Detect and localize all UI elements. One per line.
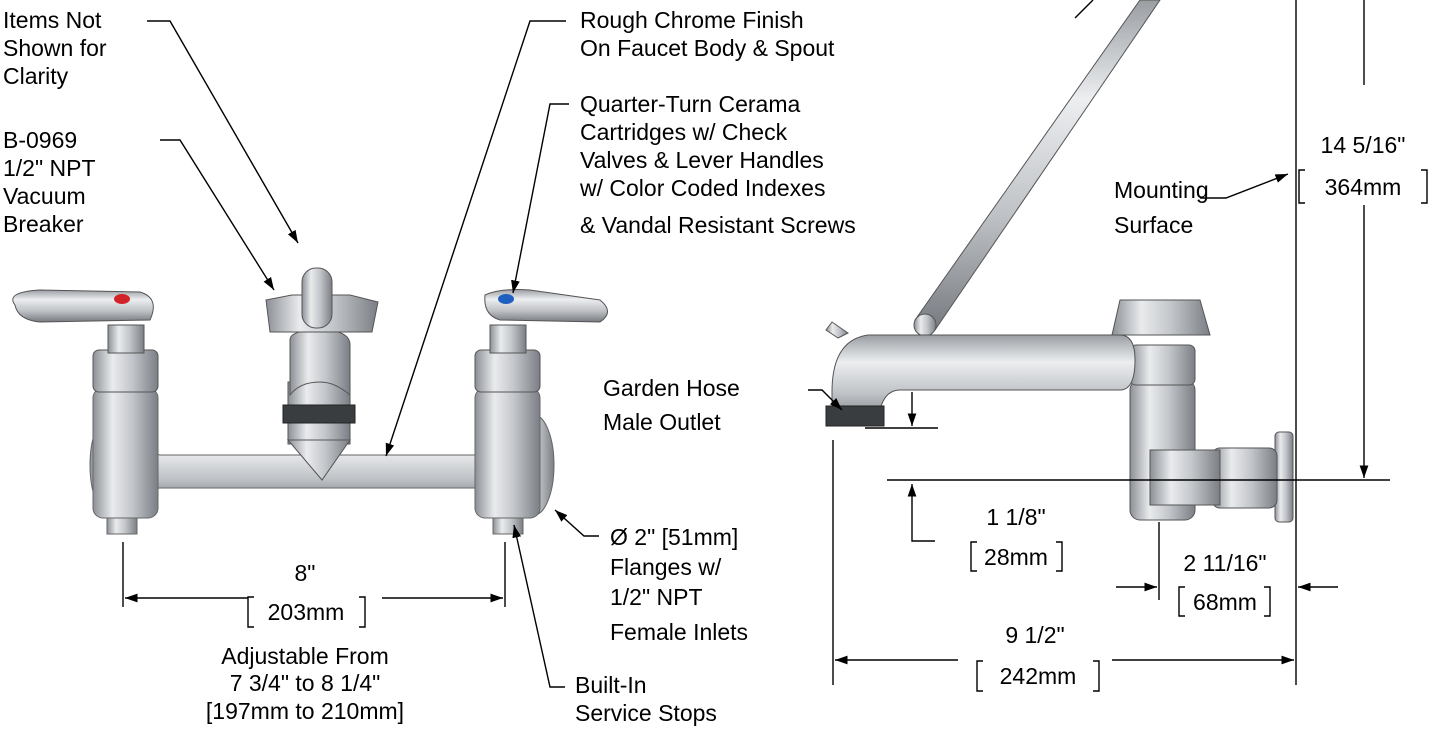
callout-text: Male Outlet [603, 409, 721, 435]
leader-mounting-surface [1200, 173, 1289, 199]
leader-hose-outlet [808, 389, 843, 411]
callout-text: B-0969 [3, 127, 77, 153]
callout-text: Shown for [3, 35, 107, 61]
callout-service-stops: Built-In Service Stops [575, 672, 717, 726]
left-valve-body [92, 387, 159, 519]
callout-mounting-surface: Mounting Surface [1114, 177, 1209, 238]
cold-index-icon [498, 294, 514, 304]
leader-top [1074, 0, 1094, 19]
dim-imperial: 1 1/8" [986, 504, 1045, 530]
callout-cartridges: Quarter-Turn Cerama Cartridges w/ Check … [579, 91, 856, 238]
dim-metric: 68mm [1193, 589, 1257, 615]
callout-text: w/ Color Coded Indexes [579, 175, 825, 201]
side-spout [831, 334, 1136, 426]
side-elbow [1149, 449, 1221, 506]
callout-text: Female Inlets [610, 619, 748, 645]
dim-imperial: 14 5/16" [1321, 132, 1406, 158]
leader-lines [147, 0, 1289, 688]
callout-text: Service Stops [575, 700, 717, 726]
callout-text: Flanges w/ [610, 554, 722, 580]
leader-flanges [554, 509, 599, 537]
callout-text: Clarity [3, 63, 69, 89]
side-union [1211, 447, 1278, 509]
dim-metric: 28mm [984, 544, 1048, 570]
dim-imperial: 9 1/2" [1005, 622, 1064, 648]
dim-center-width: 8" 203mm [268, 560, 345, 625]
leader-rough-chrome [385, 20, 566, 457]
callout-hose-outlet: Garden Hose Male Outlet [603, 375, 740, 435]
hot-index-icon [114, 294, 130, 304]
metric-brackets [247, 169, 1428, 692]
callout-text: Ø 2" [51mm] [610, 524, 738, 550]
callout-text: 1/2" NPT [3, 155, 96, 181]
right-bonnet [474, 349, 541, 393]
callout-text: Built-In [575, 672, 647, 698]
callout-text: Vacuum [3, 183, 86, 209]
hose-thread [282, 404, 356, 424]
right-lever-handle [484, 289, 608, 323]
leader-vacuum-breaker [160, 139, 275, 291]
leader-cartridges [511, 103, 569, 294]
callout-text: Breaker [3, 211, 84, 237]
dim-flange-depth: 2 11/16" 68mm [1183, 550, 1266, 615]
arm-pivot [913, 313, 937, 337]
left-service-stop [106, 517, 138, 535]
dim-total-depth: 9 1/2" 242mm [1000, 622, 1077, 689]
callout-flanges: Ø 2" [51mm] Flanges w/ 1/2" NPT Female I… [610, 524, 748, 645]
side-handle [1111, 299, 1211, 336]
dim-note: 7 3/4" to 8 1/4" [230, 670, 381, 696]
callout-text: Valves & Lever Handles [580, 147, 824, 173]
left-bonnet [92, 349, 159, 393]
dim-metric: 203mm [268, 599, 345, 625]
dim-imperial: 2 11/16" [1183, 550, 1266, 576]
right-stem [489, 324, 527, 354]
left-stem [107, 324, 145, 354]
dim-adjustable: Adjustable From 7 3/4" to 8 1/4" [197mm … [206, 643, 404, 724]
callout-text: Cartridges w/ Check [580, 119, 788, 145]
dim-note: [197mm to 210mm] [206, 698, 404, 724]
callout-text: Items Not [3, 7, 102, 33]
leader-service-stops [512, 524, 565, 688]
dim-imperial: 8" [295, 560, 316, 586]
side-bonnet [1129, 344, 1196, 386]
swing-arm [914, 0, 1161, 331]
dim-height: 14 5/16" 364mm [1321, 132, 1406, 200]
dim-metric: 242mm [1000, 663, 1077, 689]
dim-outlet-height: 1 1/8" 28mm [984, 504, 1048, 570]
vacuum-breaker [301, 267, 333, 329]
callout-text: On Faucet Body & Spout [580, 35, 835, 61]
left-lever-handle [12, 289, 154, 323]
callout-text: Garden Hose [603, 375, 740, 401]
callout-vacuum-breaker: B-0969 1/2" NPT Vacuum Breaker [3, 127, 96, 237]
callout-rough-chrome: Rough Chrome Finish On Faucet Body & Spo… [580, 7, 835, 61]
callout-text: Surface [1114, 212, 1193, 238]
callout-text: 1/2" NPT [610, 584, 703, 610]
spout-tip [286, 439, 351, 481]
callout-items-not-shown: Items Not Shown for Clarity [3, 7, 107, 89]
vacuum-nub [825, 321, 849, 339]
right-valve-body [474, 387, 541, 519]
right-service-stop [492, 517, 524, 535]
dimension-lines [122, 0, 1390, 685]
leader-items-not-shown [147, 20, 299, 244]
callout-text: Quarter-Turn Cerama [580, 91, 800, 117]
side-view-faucet [825, 0, 1294, 523]
callout-text: Rough Chrome Finish [580, 7, 804, 33]
side-flange [1274, 431, 1294, 523]
side-hose-thread [825, 405, 885, 427]
front-view-faucet [12, 267, 608, 535]
callout-text: & Vandal Resistant Screws [580, 212, 856, 238]
dim-metric: 364mm [1325, 174, 1402, 200]
dim-note: Adjustable From [221, 643, 388, 669]
callout-text: Mounting [1114, 177, 1209, 203]
dim-outlet-bottom-arrow [907, 484, 935, 542]
